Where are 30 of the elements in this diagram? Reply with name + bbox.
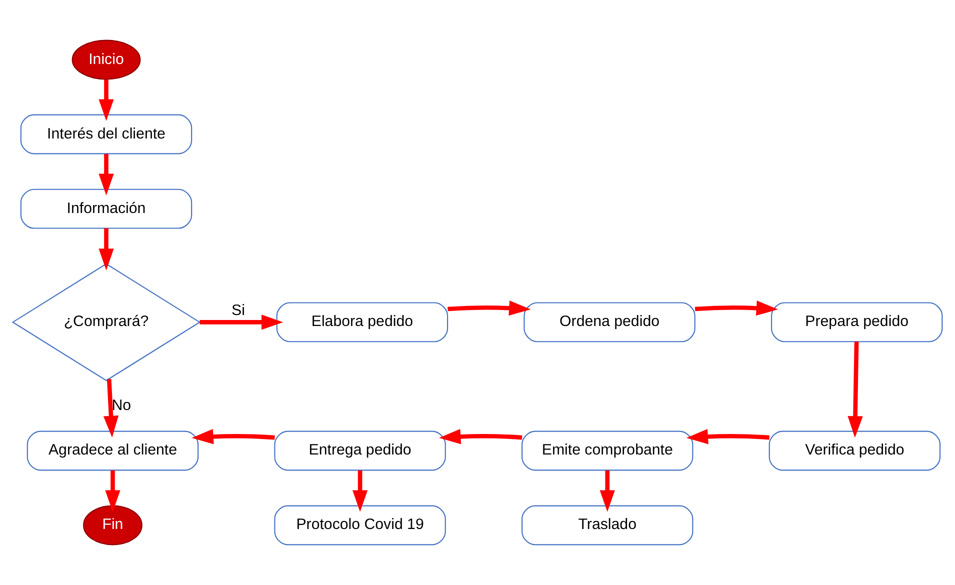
arrow (200, 314, 284, 330)
node-box: Información (20, 188, 192, 229)
arrow (98, 154, 114, 196)
arrow (352, 470, 368, 512)
arrow (694, 300, 778, 316)
node-ellipse: Fin (83, 505, 142, 546)
arrow (439, 429, 522, 444)
node-box: Ordena pedido (524, 302, 696, 342)
node-box: Agradece al cliente (26, 430, 199, 471)
arrow (98, 79, 114, 121)
arrow (600, 470, 615, 512)
arrow (686, 429, 770, 444)
edge-label: No (112, 396, 132, 414)
node-box: Prepara pedido (771, 302, 943, 342)
arrow (98, 228, 114, 270)
node-box: Elabora pedido (276, 302, 448, 342)
arrow (192, 429, 275, 444)
node-diamond: ¿Comprará? (12, 263, 201, 382)
node-box: Traslado (522, 505, 694, 546)
arrow (448, 300, 531, 316)
arrow (848, 342, 863, 438)
node-box: Protocolo Covid 19 (274, 505, 446, 546)
node-box: Interés del cliente (20, 114, 192, 154)
node-box: Verifica pedido (768, 430, 941, 471)
arrow (105, 470, 120, 512)
node-box: Entrega pedido (274, 430, 446, 471)
arrow (103, 378, 119, 438)
node-box: Emite comprobante (522, 430, 694, 471)
edge-label: Si (232, 302, 245, 319)
node-ellipse: Inicio (72, 40, 141, 80)
